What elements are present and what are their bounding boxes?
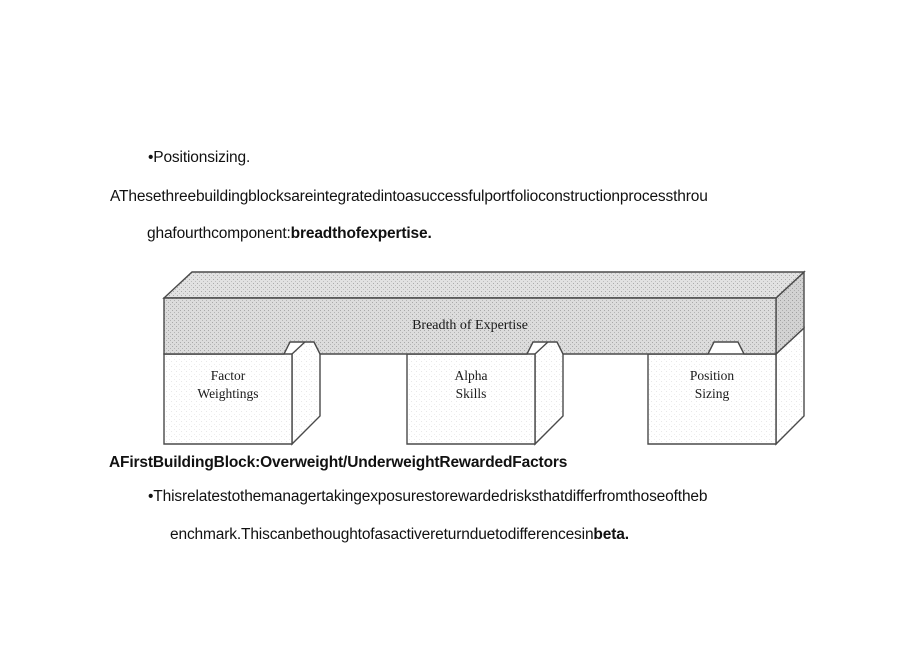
block-alpha-skills: Alpha Skills [406,326,564,446]
slab-front-face [163,297,777,355]
bullet-relates-line-1: •Thisrelatestothemanagertakingexposurest… [148,488,708,505]
block-position-sizing-front [647,353,777,445]
paragraph-integrated-line-2: ghafourthcomponent:breadthofexpertise. [147,226,432,242]
slab-breadth-of-expertise: Breadth of Expertise [162,270,806,356]
integrated-line-2-bold-text: breadthofexpertise. [290,225,432,242]
bullet-position-sizing: •Positionsizing. [148,149,251,166]
diagram-breadth-of-expertise: Position Sizing Alpha Skills Factor Weig… [140,258,820,453]
paragraph-integrated-line-1: AThesethreebuildingblocksareintegratedin… [110,188,708,205]
relates-line-2-bold-text: beta. [593,526,629,543]
block-position-sizing: Position Sizing [647,326,805,446]
block-factor-weightings-label-line2: Weightings [197,386,258,401]
paragraph-relates-line-2: enchmark.Thiscanbethoughtofasactiveretur… [170,527,629,543]
block-position-sizing-label-line2: Sizing [695,386,730,401]
block-alpha-skills-label-line1: Alpha [455,368,488,383]
block-alpha-skills-label-line2: Skills [456,386,487,401]
slab-top-face [162,271,806,299]
relates-line-2-plain-text: enchmark.Thiscanbethoughtofasactiveretur… [170,526,594,543]
slab-label: Breadth of Expertise [412,318,528,333]
diagram-svg: Position Sizing Alpha Skills Factor Weig… [162,270,806,446]
block-position-sizing-label-line1: Position [690,368,735,383]
heading-first-building-block: AFirstBuildingBlock:Overweight/Underweig… [109,454,568,471]
integrated-line-2-plain-text: ghafourthcomponent: [147,225,291,242]
block-factor-weightings-label-line1: Factor [211,368,246,383]
